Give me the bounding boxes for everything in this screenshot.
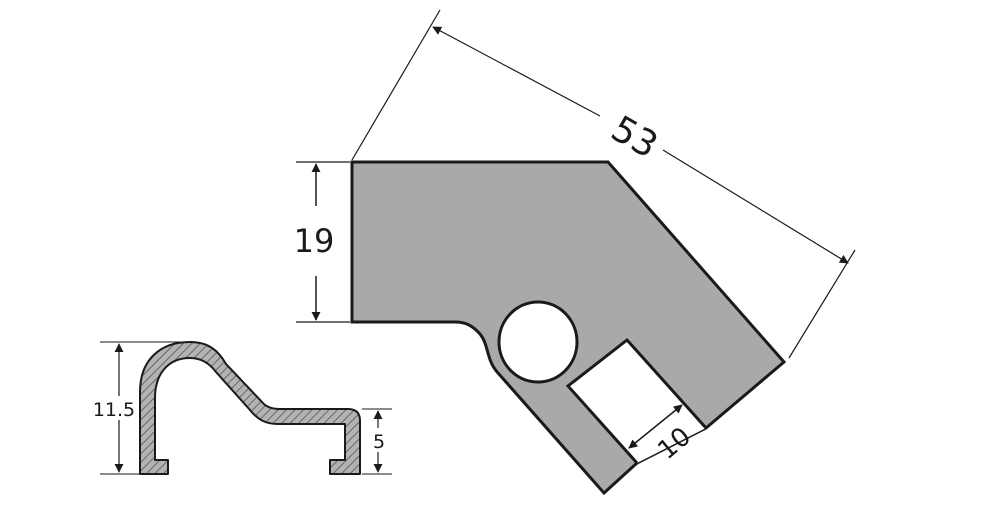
extension-line-left-53 [351, 9, 441, 161]
round-hole [497, 300, 579, 384]
dimension-label-19: 19 [294, 222, 335, 260]
dimension-label-11-5: 11.5 [93, 399, 135, 421]
dimension-line-10 [628, 404, 683, 449]
extension-line-right-53 [788, 249, 856, 359]
profile-section [139, 341, 361, 475]
dimension-label-5: 5 [373, 431, 385, 453]
dimension-label-53: 53 [604, 108, 664, 166]
dimension-line-53-a [432, 26, 601, 117]
dimension-line-53-b [662, 149, 849, 264]
slot-outline [565, 337, 708, 465]
